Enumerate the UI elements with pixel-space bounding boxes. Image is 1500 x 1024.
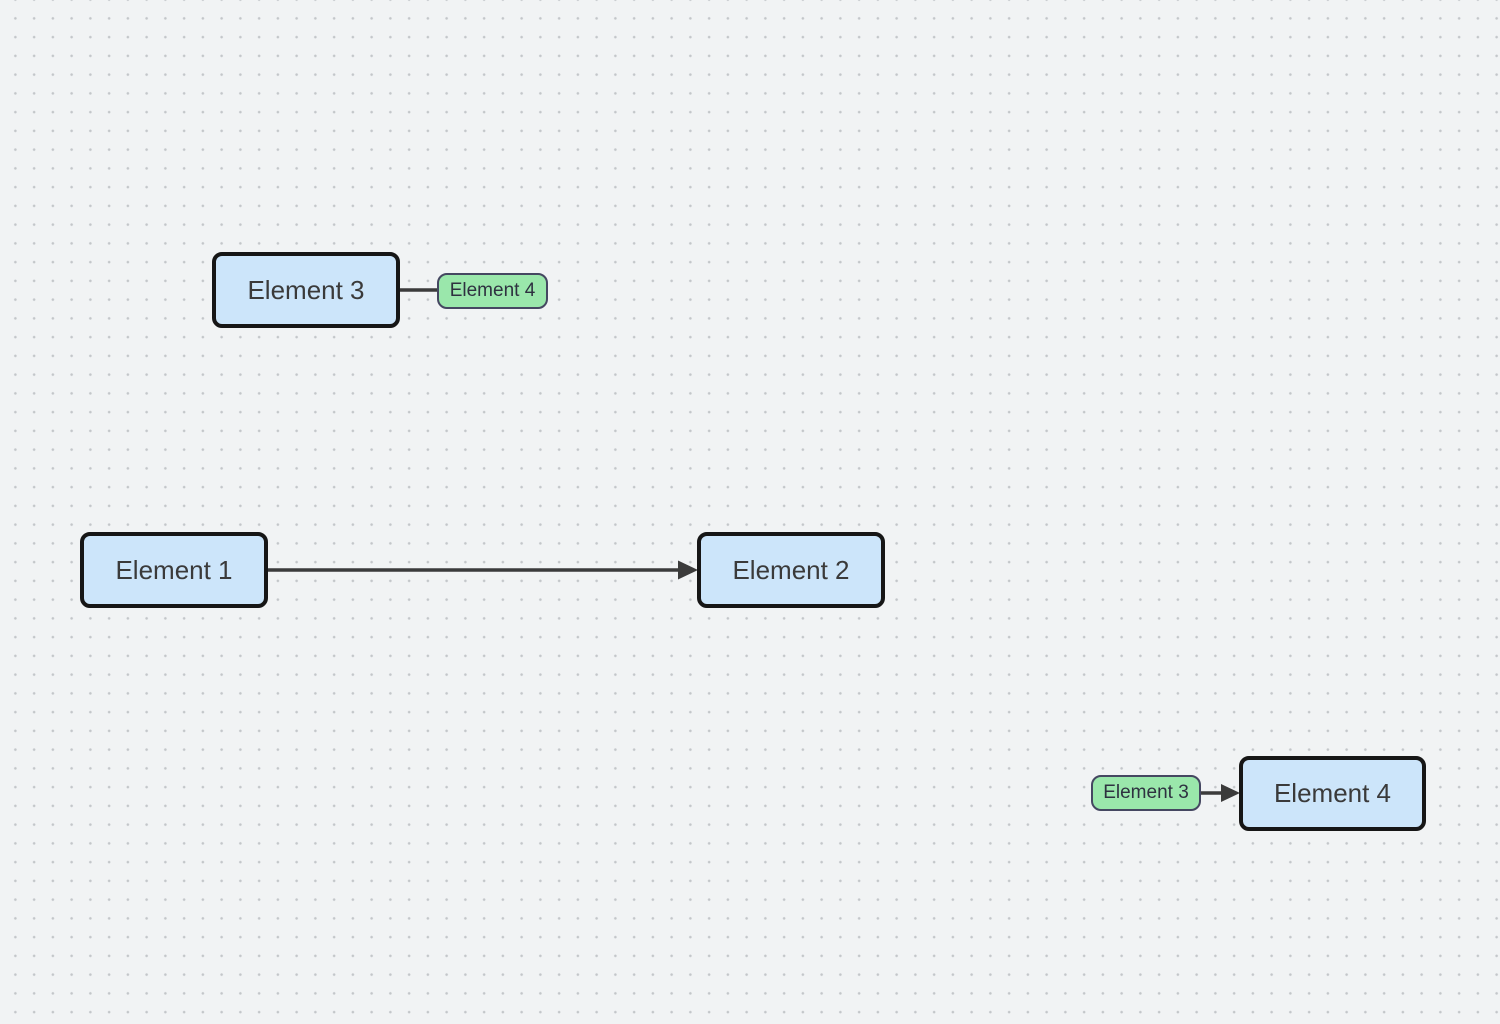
node-element-2-box[interactable]: Element 2 <box>697 532 885 608</box>
arrowhead-icon[interactable] <box>678 560 698 580</box>
node-label: Element 1 <box>115 554 233 585</box>
node-element-3-box[interactable]: Element 3 <box>212 252 400 328</box>
node-label: Element 3 <box>1103 782 1189 803</box>
node-label: Element 3 <box>247 274 365 305</box>
node-label: Element 4 <box>1273 778 1392 808</box>
node-element-4-box[interactable]: Element 4 <box>1239 756 1426 831</box>
node-element-4-label[interactable]: Element 4 <box>437 273 548 309</box>
node-label: Element 2 <box>732 554 850 585</box>
node-label: Element 4 <box>449 280 536 301</box>
node-element-3-label[interactable]: Element 3 <box>1091 775 1201 811</box>
arrowhead-icon[interactable] <box>1221 784 1240 802</box>
node-element-1-box[interactable]: Element 1 <box>80 532 268 608</box>
